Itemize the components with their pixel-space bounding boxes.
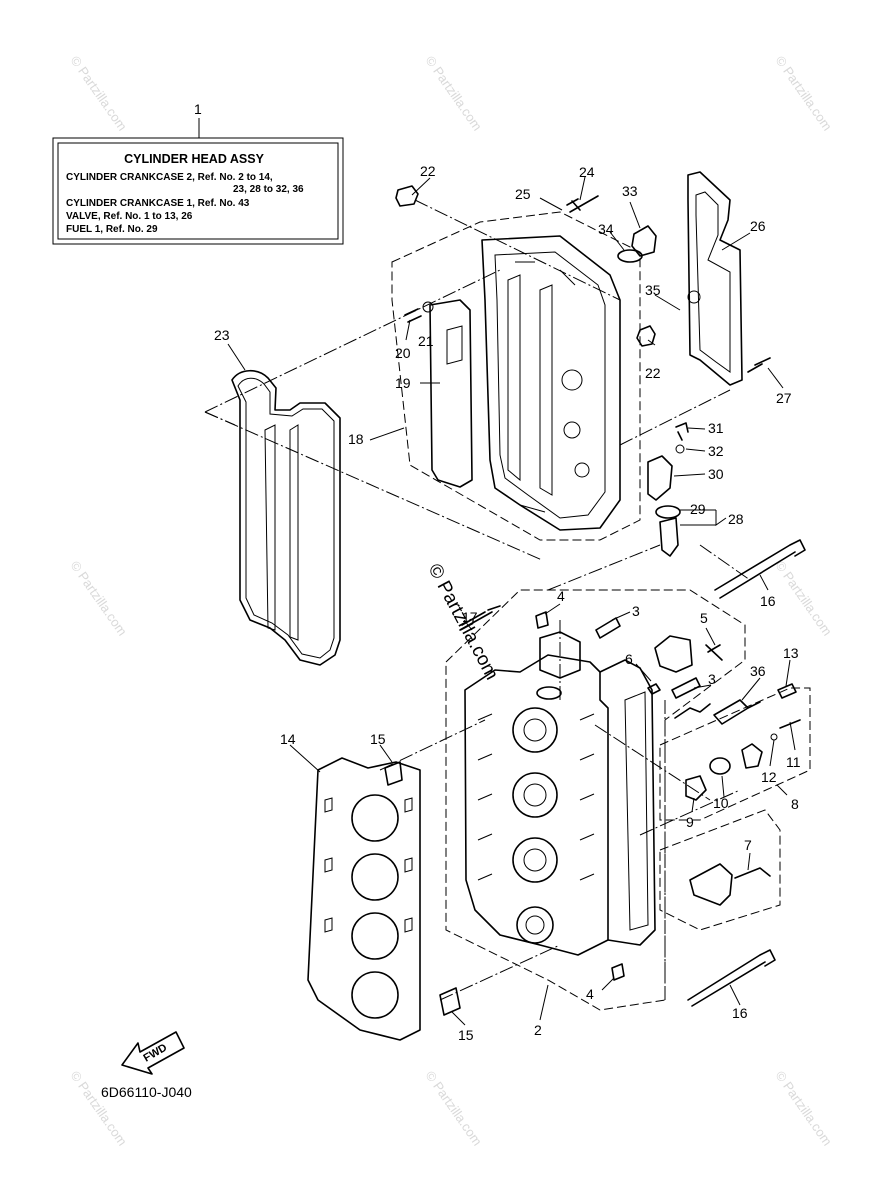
callout-29: 29	[690, 501, 706, 517]
callout-10: 10	[713, 795, 729, 811]
head-small-parts	[384, 605, 801, 1016]
callout-32: 32	[708, 443, 724, 459]
callout-30: 30	[708, 466, 724, 482]
callout-20: 20	[395, 345, 411, 361]
callout-4-top: 4	[557, 588, 565, 604]
callout-1: 1	[194, 101, 202, 117]
callout-12: 12	[761, 769, 777, 785]
long-bolts	[687, 539, 806, 1007]
label-box-line-2: 23, 28 to 32, 36	[233, 184, 304, 195]
fwd-arrow-icon: FWD	[121, 1031, 185, 1075]
callout-9: 9	[686, 814, 694, 830]
label-box-line-4: VALVE, Ref. No. 1 to 13, 26	[66, 211, 193, 222]
watermark-top-center: © Partzilla.com	[423, 53, 486, 133]
callout-2: 2	[534, 1022, 542, 1038]
callout-28: 28	[728, 511, 744, 527]
diagram-code: 6D66110-J040	[101, 1084, 192, 1100]
callout-23: 23	[214, 327, 230, 343]
callout-16-bottom: 16	[732, 1005, 748, 1021]
callout-15-top: 15	[370, 731, 386, 747]
callout-15-bottom: 15	[458, 1027, 474, 1043]
callout-21: 21	[418, 333, 434, 349]
head-cover-group-outline	[391, 211, 641, 541]
callout-18: 18	[348, 431, 364, 447]
callout-35: 35	[645, 282, 661, 298]
callout-17: 17	[462, 609, 478, 625]
callout-27: 27	[776, 390, 792, 406]
cylinder-head	[464, 631, 656, 956]
label-box: CYLINDER HEAD ASSY CYLINDER CRANKCASE 2,…	[52, 118, 344, 245]
watermark-mid-left: © Partzilla.com	[68, 558, 131, 638]
watermark-bottom-left: © Partzilla.com	[68, 1068, 131, 1148]
bracket-plate	[687, 171, 743, 386]
assembly-lines	[204, 199, 751, 1001]
callout-3-top: 3	[632, 603, 640, 619]
callout-36: 36	[750, 663, 766, 679]
callout-31: 31	[708, 420, 724, 436]
callout-33: 33	[622, 183, 638, 199]
cylinder-head-group-outline	[445, 589, 746, 1011]
callout-26: 26	[750, 218, 766, 234]
callout-25: 25	[515, 186, 531, 202]
label-box-title: CYLINDER HEAD ASSY	[124, 152, 264, 166]
callout-22-top: 22	[420, 163, 436, 179]
callout-22-right: 22	[645, 365, 661, 381]
center-watermark: © Partzilla.com	[424, 560, 503, 683]
callout-3-mid: 3	[708, 671, 716, 687]
fwd-label: FWD	[142, 1042, 170, 1065]
small-parts-top	[395, 185, 771, 373]
label-box-line-1: CYLINDER CRANKCASE 2, Ref. No. 2 to 14,	[66, 172, 273, 183]
watermark-bottom-right: © Partzilla.com	[773, 1068, 836, 1148]
callouts: 1 22 24 25 33 34 26 35 22 27 20 21 19 23…	[194, 101, 801, 1043]
sensor-group-outline	[659, 687, 811, 821]
callout-5: 5	[700, 610, 708, 626]
bracket-group-outline	[659, 809, 781, 931]
callout-14: 14	[280, 731, 296, 747]
callout-4-bottom: 4	[586, 986, 594, 1002]
watermark-top-right: © Partzilla.com	[773, 53, 836, 133]
callout-11: 11	[786, 754, 801, 770]
head-cover-gasket	[231, 369, 341, 666]
callout-16-top: 16	[760, 593, 776, 609]
label-box-line-3: CYLINDER CRANKCASE 1, Ref. No. 43	[66, 198, 250, 209]
leader-lines	[227, 176, 796, 1026]
watermark-mid-right: © Partzilla.com	[773, 558, 836, 638]
label-box-line-5: FUEL 1, Ref. No. 29	[66, 224, 158, 235]
sensor-parts	[647, 422, 689, 557]
callout-34: 34	[598, 221, 614, 237]
watermark-top-left: © Partzilla.com	[68, 53, 131, 133]
watermark-bottom-center: © Partzilla.com	[423, 1068, 486, 1148]
callout-6: 6	[625, 651, 633, 667]
callout-8: 8	[791, 796, 799, 812]
callout-13: 13	[783, 645, 799, 661]
callout-7: 7	[744, 837, 752, 853]
callout-24: 24	[579, 164, 595, 180]
callout-19: 19	[395, 375, 411, 391]
cover-plate	[429, 299, 473, 488]
head-cover	[481, 235, 621, 531]
head-gasket	[307, 757, 421, 1041]
